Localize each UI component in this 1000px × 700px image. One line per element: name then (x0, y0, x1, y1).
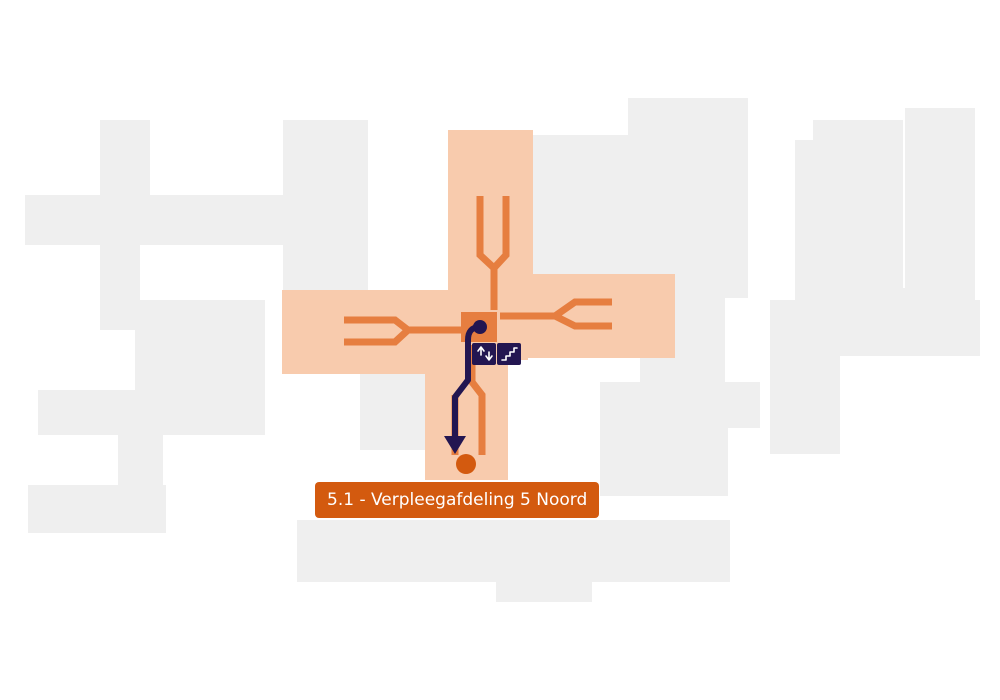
stairs-icon-box (497, 343, 521, 365)
block-west-mid (100, 245, 140, 330)
block-center-left (283, 120, 368, 295)
block-center-south (600, 428, 728, 496)
block-west-top (100, 120, 150, 195)
route-start-point (473, 320, 487, 334)
block-west-upper (25, 195, 285, 245)
route (444, 320, 487, 454)
block-east-wing-c (905, 108, 975, 320)
block-east-bottom (770, 300, 980, 356)
block-east-wing-b (813, 120, 903, 300)
elevator-icon-box (472, 343, 496, 365)
route-arrow-head (444, 436, 466, 454)
corridor-west-bottom (344, 326, 465, 346)
corridor-east-bottom (500, 312, 612, 330)
stairs-icon-glyph (501, 347, 518, 361)
stairs-icon[interactable] (497, 343, 521, 365)
block-west-bottom (28, 485, 166, 533)
corridor-north-right (490, 196, 510, 310)
corridor-west-top (344, 316, 411, 333)
block-south-main (297, 520, 730, 582)
elevator-icon[interactable] (472, 343, 496, 365)
corridor-north-left (476, 196, 497, 271)
block-west-stem (118, 435, 163, 485)
block-south-tab (496, 582, 592, 602)
destination-label[interactable]: 5.1 - Verpleegafdeling 5 Noord (315, 482, 600, 518)
corridor-east-top (552, 298, 612, 319)
block-west-column (135, 300, 265, 390)
destination-marker[interactable] (456, 454, 476, 474)
block-east-leg (770, 356, 840, 454)
corridors (344, 196, 612, 455)
block-west-lower (38, 390, 265, 435)
block-east-tower (628, 98, 748, 298)
block-east-lower (600, 382, 760, 428)
elevator-icon-glyph (477, 346, 493, 361)
transport-icons[interactable] (472, 343, 521, 365)
block-center-right (533, 135, 628, 280)
building-footprint (25, 98, 980, 602)
corridor-south-a (468, 345, 486, 455)
